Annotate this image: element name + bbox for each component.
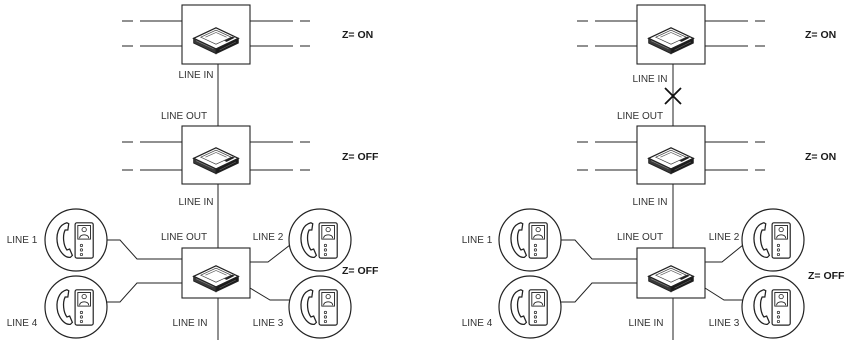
port-label-line-out: LINE OUT xyxy=(161,232,207,243)
port-label-line-out: LINE OUT xyxy=(617,232,663,243)
line-1-label: LINE 1 xyxy=(7,235,38,246)
port-label-line-in: LINE IN xyxy=(632,74,667,85)
top-module xyxy=(122,4,310,65)
output-lines xyxy=(705,141,765,171)
handset-line-2 xyxy=(288,208,352,272)
line-1-wire xyxy=(560,239,637,260)
handset-line-1 xyxy=(498,208,562,272)
right-diagram: Z= ON LINE IN LINE OUT Z= ON LINE IN LIN… xyxy=(462,4,845,340)
handset-line-3 xyxy=(741,275,805,339)
status-label: Z= OFF xyxy=(342,151,379,163)
port-label-line-in: LINE IN xyxy=(178,197,213,208)
line-1-wire xyxy=(106,239,182,260)
port-label-line-in: LINE IN xyxy=(178,70,213,81)
line-1-label: LINE 1 xyxy=(462,235,493,246)
intercom-handset-icon xyxy=(56,289,94,326)
line-4-label: LINE 4 xyxy=(462,318,493,329)
input-lines xyxy=(577,141,637,171)
input-lines xyxy=(577,20,637,47)
middle-module xyxy=(577,125,765,185)
bottom-module xyxy=(636,247,706,299)
line-2-wire xyxy=(250,244,291,263)
line-3-wire xyxy=(704,287,745,301)
status-label: Z= ON xyxy=(805,29,836,41)
line-4-wire xyxy=(560,282,637,303)
handset-line-3 xyxy=(288,275,352,339)
port-label-line-out: LINE OUT xyxy=(617,111,663,122)
line-2-label: LINE 2 xyxy=(709,232,740,243)
intercom-handset-icon xyxy=(300,289,338,326)
output-lines xyxy=(250,141,310,171)
line-3-wire xyxy=(249,287,292,301)
output-lines xyxy=(705,20,765,47)
port-label-line-in: LINE IN xyxy=(628,318,663,329)
port-label-line-in: LINE IN xyxy=(632,197,667,208)
line-2-label: LINE 2 xyxy=(253,232,284,243)
line-4-wire xyxy=(106,282,182,303)
intercom-handset-icon xyxy=(753,289,791,326)
bottom-module xyxy=(181,247,251,299)
line-3-label: LINE 3 xyxy=(709,318,740,329)
status-label: Z= OFF xyxy=(808,270,845,282)
handset-line-4 xyxy=(44,275,108,339)
intercom-handset-icon xyxy=(510,289,548,326)
port-label-line-out: LINE OUT xyxy=(161,111,207,122)
handset-line-4 xyxy=(498,275,562,339)
intercom-handset-icon xyxy=(300,222,338,259)
port-label-line-in: LINE IN xyxy=(172,318,207,329)
handset-line-1 xyxy=(44,208,108,272)
handset-line-2 xyxy=(741,208,805,272)
line-4-label: LINE 4 xyxy=(7,318,38,329)
status-label: Z= OFF xyxy=(342,265,379,277)
intercom-handset-icon xyxy=(510,222,548,259)
line-2-wire xyxy=(705,244,744,263)
cross-icon xyxy=(664,87,682,105)
input-lines xyxy=(122,20,182,47)
line-3-label: LINE 3 xyxy=(253,318,284,329)
left-diagram: Z= ON LINE IN LINE OUT Z= OFF LINE IN LI… xyxy=(7,4,379,340)
output-lines xyxy=(250,20,310,47)
input-lines xyxy=(122,141,182,171)
status-label: Z= ON xyxy=(342,29,373,41)
status-label: Z= ON xyxy=(805,151,836,163)
top-module xyxy=(577,4,765,65)
intercom-handset-icon xyxy=(56,222,94,259)
intercom-handset-icon xyxy=(753,222,791,259)
middle-module xyxy=(122,125,310,185)
